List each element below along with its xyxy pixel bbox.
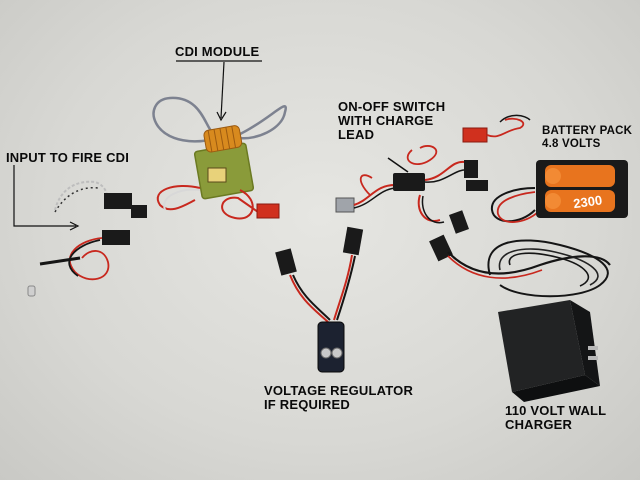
cdi-black-connector [131, 205, 147, 218]
regulator-wire-right [333, 254, 353, 321]
regulator-body [317, 321, 345, 373]
input-connector-bottom [102, 230, 130, 245]
pointer-line-input [13, 165, 76, 227]
switch-out-connector-1 [464, 160, 478, 178]
label-on-off-switch: ON-OFF SWITCH WITH CHARGE LEAD [338, 100, 445, 142]
label-line: ON-OFF SWITCH [338, 99, 446, 114]
label-cdi-module: CDI MODULE [175, 44, 260, 59]
cdi-transformer [207, 167, 227, 183]
battery-wire-loop [490, 187, 536, 223]
battery-cell-2 [545, 190, 615, 212]
charger-connector [429, 234, 453, 262]
label-line: CHARGER [505, 417, 573, 432]
label-input-to-fire-cdi: INPUT TO FIRE CDI [6, 150, 130, 165]
regulator-connector-left [275, 248, 297, 276]
charge-connector [449, 210, 469, 234]
label-line: VOLTAGE REGULATOR [264, 383, 414, 398]
input-connector-top [104, 193, 132, 209]
cdi-input-wire [156, 184, 201, 211]
magnet-pellet [27, 285, 36, 297]
charger-cord-coils [487, 239, 609, 298]
regulator-wire-left [289, 274, 329, 323]
label-line: LEAD [338, 127, 375, 142]
input-wire-bottom [68, 237, 110, 281]
label-wall-charger: 110 VOLT WALL CHARGER [505, 404, 606, 432]
switch-body [393, 173, 425, 191]
switch-out-connector-2 [466, 180, 488, 191]
battery-cell-1 [545, 165, 615, 187]
label-line: IF REQUIRED [264, 397, 350, 412]
switch-wire-right [424, 160, 466, 181]
battery-marking: 2300 [572, 192, 603, 211]
charger-body [498, 300, 600, 402]
label-line: 4.8 VOLTS [542, 138, 601, 150]
cdi-red-lead [221, 189, 259, 220]
label-line: BATTERY PACK [542, 125, 633, 137]
label-battery-pack: BATTERY PACK 4.8 VOLTS [542, 125, 632, 151]
twisted-wire-top [54, 180, 108, 211]
cdi-red-connector [256, 203, 280, 219]
switch-pointer [387, 157, 409, 173]
regulator-connector-right [342, 226, 364, 256]
input-sensor-lead [39, 256, 81, 266]
label-voltage-regulator: VOLTAGE REGULATOR IF REQUIRED [264, 384, 413, 412]
charge-lead [417, 194, 441, 222]
cdi-gray-wire-right [237, 105, 287, 140]
label-line: WITH CHARGE [338, 113, 434, 128]
cdi-gray-wire-left [152, 96, 213, 143]
label-line: 110 VOLT WALL [505, 403, 607, 418]
switch-wire-left [353, 184, 396, 206]
cdi-coil [203, 125, 243, 153]
